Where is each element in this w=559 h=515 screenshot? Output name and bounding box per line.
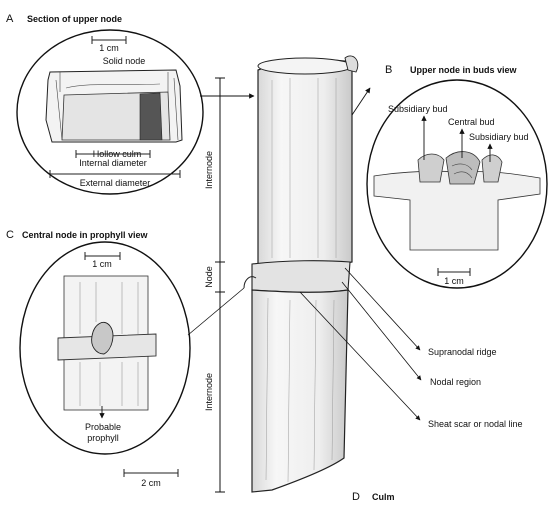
panel-c-scale-label: 1 cm xyxy=(92,259,112,269)
node-section-drawing xyxy=(46,70,182,142)
probable-prophyll-label-line2: prophyll xyxy=(87,433,119,443)
internode-upper-label: Internode xyxy=(204,151,214,189)
probable-prophyll-label-line1: Probable xyxy=(85,422,121,432)
panel-a-letter: A xyxy=(6,13,14,25)
panel-a: A Section of upper node 1 cm Solid node … xyxy=(6,13,203,194)
supranodal-ridge-leader xyxy=(345,268,420,350)
supranodal-ridge-label: Supranodal ridge xyxy=(428,347,497,357)
panel-b-connector-arrow xyxy=(352,88,370,115)
scale-2cm-label: 2 cm xyxy=(141,478,161,488)
prophyll-drawing xyxy=(58,276,156,410)
panel-c: C Central node in prophyll view 1 cm Pro… xyxy=(6,229,190,488)
external-diameter-label: External diameter xyxy=(80,178,151,188)
panel-c-letter: C xyxy=(6,229,14,241)
culm-drawing xyxy=(244,56,358,492)
panel-b-scale-label: 1 cm xyxy=(444,276,464,286)
panel-c-title: Central node in prophyll view xyxy=(22,230,149,240)
panel-b-letter: B xyxy=(385,64,392,76)
nodal-region-leader xyxy=(342,282,421,380)
panel-c-lower-scale-bar xyxy=(124,469,178,477)
panel-d-title: Culm xyxy=(372,492,395,502)
sheath-scar-label: Sheat scar or nodal line xyxy=(428,419,523,429)
central-bud-label: Central bud xyxy=(448,117,495,127)
panel-b: B Upper node in buds view Subsidiary bud… xyxy=(367,64,547,288)
solid-node-label: Solid node xyxy=(103,56,146,66)
vertical-axis xyxy=(215,78,225,492)
subsidiary-bud-right-label: Subsidiary bud xyxy=(469,132,529,142)
subsidiary-bud-left-label: Subsidiary bud xyxy=(388,104,448,114)
internal-diameter-label: Internal diameter xyxy=(79,158,147,168)
panel-b-title: Upper node in buds view xyxy=(410,65,518,75)
internode-lower-label: Internode xyxy=(204,373,214,411)
panel-d-letter: D xyxy=(352,491,360,503)
panel-a-scale-label: 1 cm xyxy=(99,43,119,53)
panel-c-connector-line xyxy=(188,288,244,335)
panel-a-title: Section of upper node xyxy=(27,14,122,24)
node-label: Node xyxy=(204,266,214,288)
nodal-region-label: Nodal region xyxy=(430,377,481,387)
